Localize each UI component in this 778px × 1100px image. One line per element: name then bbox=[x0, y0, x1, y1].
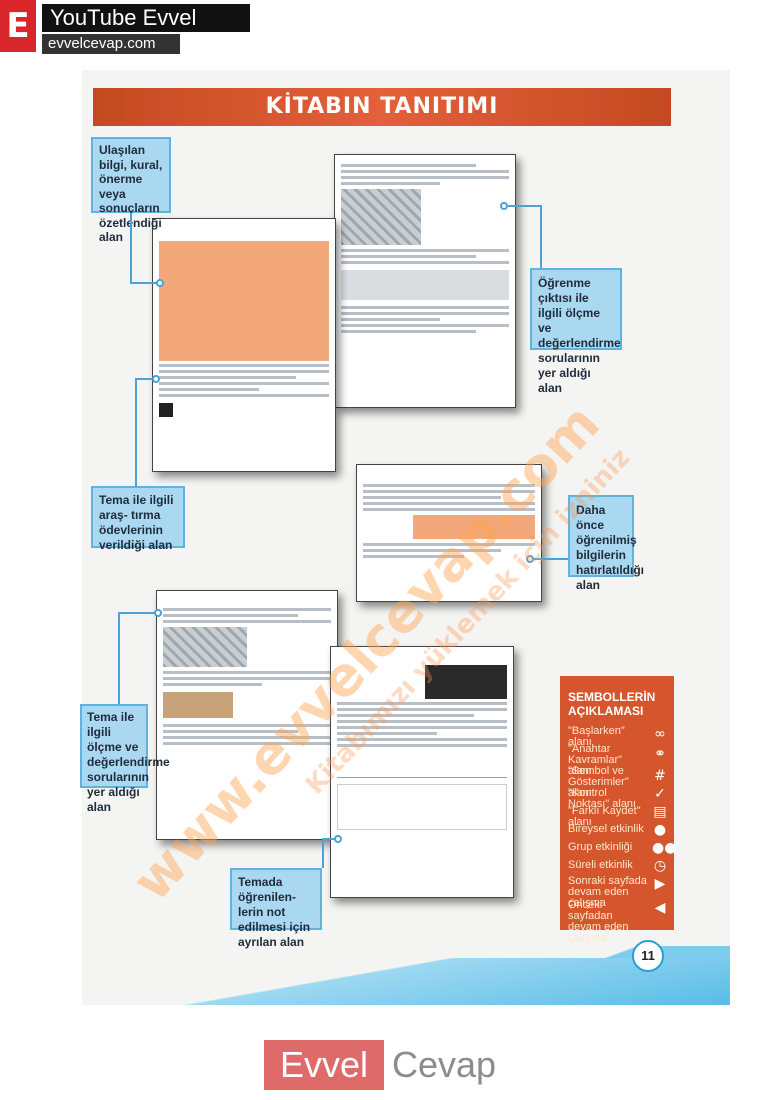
link-icon: ∞ bbox=[654, 726, 666, 742]
callout-summary: Ulaşılan bilgi, kural, önerme veya sonuç… bbox=[91, 137, 171, 244]
site-logo-letter: E bbox=[0, 0, 36, 52]
sample-page-theme-questions bbox=[156, 590, 338, 840]
hash-icon: # bbox=[654, 768, 666, 784]
callout-recall: Daha önce öğrenilmiş bilgilerin hatırlat… bbox=[568, 495, 644, 592]
legend-heading: SEMBOLLERİN AÇIKLAMASI bbox=[568, 690, 656, 718]
sample-page-outcome bbox=[334, 154, 516, 408]
brand-logo-cevap: Cevap bbox=[392, 1044, 497, 1085]
symbols-legend: SEMBOLLERİN AÇIKLAMASI "Başlarken" alanı… bbox=[560, 676, 677, 944]
group-icon: ●● bbox=[652, 840, 677, 856]
legend-item-label: Grup etkinliği bbox=[568, 841, 633, 853]
legend-item-label: "Anahtar Kavramlar" alanı bbox=[568, 743, 623, 777]
callout-notes: Temada öğrenilen- lerin not edilmesi içi… bbox=[230, 868, 322, 949]
page-title: KİTABIN TANITIMI bbox=[93, 88, 671, 126]
site-name[interactable]: YouTube Evvel Cevap bbox=[42, 4, 250, 58]
site-url[interactable]: evvelcevap.com bbox=[42, 34, 180, 54]
callout-outcome: Öğrenme çıktısı ile ilgili ölçme ve değe… bbox=[530, 268, 622, 395]
callout-theme-questions: Tema ile ilgili ölçme ve değerlendirme s… bbox=[80, 704, 170, 814]
legend-item-label: "Kontrol Noktası" alanı bbox=[568, 787, 637, 810]
legend-item-label: Süreli etkinlik bbox=[568, 859, 633, 871]
legend-item-label: Bireysel etkinlik bbox=[568, 823, 644, 835]
legend-item-label: "Sembol ve Gösterimler" alanı bbox=[568, 765, 629, 799]
legend-item-label: "Başlarken" alanı bbox=[568, 725, 625, 748]
legend-item-label: "Farklı Kaydet" alanı bbox=[568, 805, 641, 828]
legend-item-label: Önceki sayfadan devam eden çalışma bbox=[568, 899, 629, 944]
check-icon: ✓ bbox=[654, 786, 666, 802]
decorative-wave bbox=[82, 958, 730, 1005]
person-icon: ● bbox=[653, 822, 667, 838]
prev-page-icon: ◀ bbox=[654, 900, 666, 916]
legend-item-label: Sonraki sayfada devam eden çalışma bbox=[568, 875, 647, 909]
callout-research: Tema ile ilgili araş- tırma ödevlerinin … bbox=[91, 486, 185, 552]
sample-page-summary bbox=[152, 218, 336, 472]
brand-logo-evvel: Evvel bbox=[264, 1040, 384, 1090]
key-icon: ⚭ bbox=[654, 746, 666, 762]
clipboard-icon: ▤ bbox=[653, 804, 667, 820]
sample-page-notes bbox=[330, 646, 514, 898]
sample-page-recall bbox=[356, 464, 542, 602]
next-page-icon: ▶ bbox=[654, 876, 666, 892]
page-number: 11 bbox=[632, 940, 664, 972]
timer-icon: ◷ bbox=[653, 858, 667, 874]
